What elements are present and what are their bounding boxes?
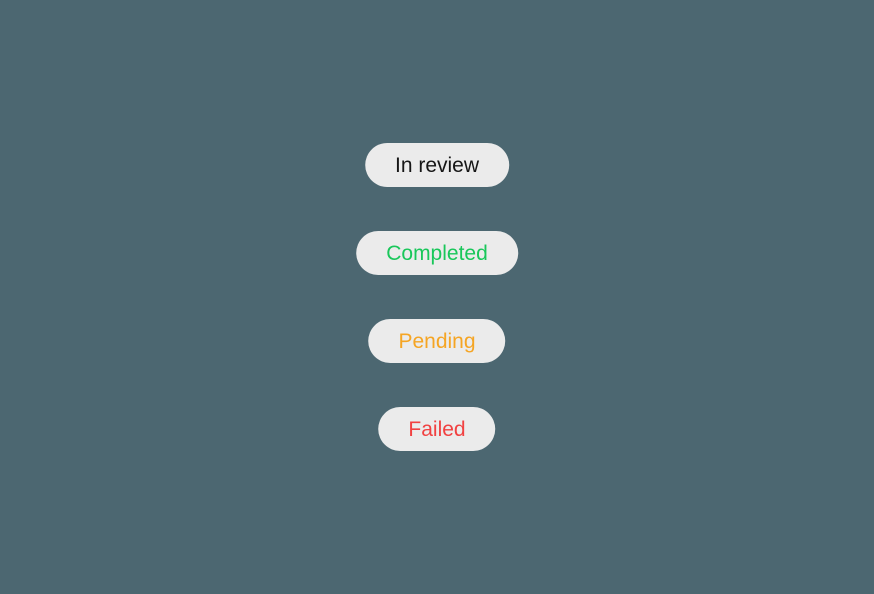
status-badge-pending: Pending <box>368 319 506 363</box>
status-badge-failed: Failed <box>378 407 496 451</box>
status-badge-in-review-label: In review <box>394 153 480 177</box>
status-badge-in-review: In review <box>364 143 510 187</box>
status-badge-failed-label: Failed <box>408 417 466 441</box>
status-badge-stack: In review Completed Pending Failed <box>356 143 518 451</box>
status-badge-pending-label: Pending <box>398 329 476 353</box>
status-badge-completed-label: Completed <box>386 241 488 265</box>
status-badge-completed: Completed <box>356 231 518 275</box>
